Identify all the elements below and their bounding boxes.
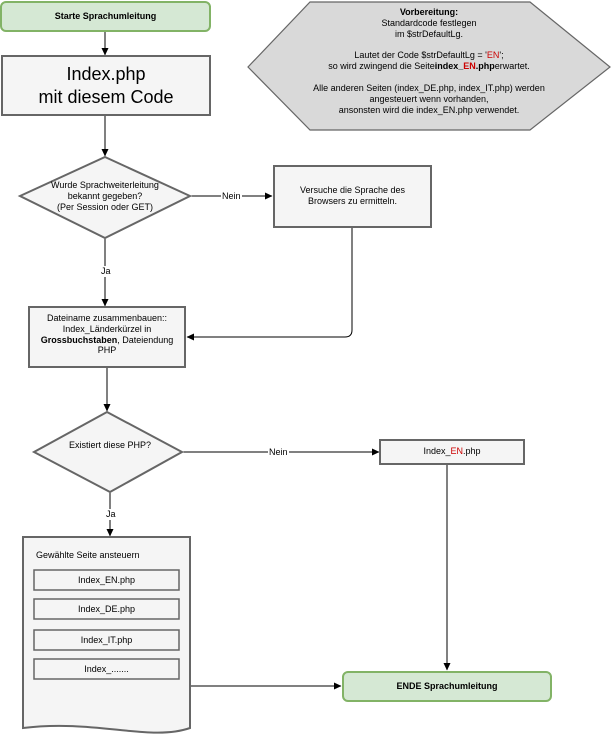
decision2-label: Existiert diese PHP? [68,440,152,450]
doc-item-box-other [33,658,180,680]
browser-language-box [273,165,432,228]
edge-label-nein-1: Nein [221,191,242,202]
start-label: Starte Sprachumleitung [54,11,157,21]
doc-item-box-de [33,598,180,620]
doc-item-other: Index_....... [84,664,129,674]
decision-php-exists [31,410,185,494]
prep-line-2: im $strDefaultLg. [394,28,464,39]
index-en-label: Index_EN.php [423,446,481,456]
decision-sprachweiterleitung [17,155,193,240]
index-en-box [379,439,525,465]
doc-item-en: Index_EN.php [77,575,136,585]
prep-line-6: angesteuert wenn vorhanden, [369,93,489,104]
prep-line-4: so wird zwingend die Seiteindex_EN.phper… [328,61,530,72]
prep-line-1: Standardcode festlegen [381,17,477,28]
doc-item-it: Index_IT.php [80,635,133,645]
filename-box-label: Dateiname zusammenbauen:: Index_Länderkü… [40,313,174,356]
doc-title: Gewählte Seite ansteuern [36,550,140,560]
decision1-label: Wurde Sprachweiterleitung bekannt gegebe… [51,180,159,212]
doc-item-box-en [33,569,180,591]
index-php-label: Index.php mit diesem Code [38,64,174,107]
doc-item-de: Index_DE.php [77,604,136,614]
prep-line-5: Alle anderen Seiten (index_DE.php, index… [313,82,545,93]
edge-label-nein-2: Nein [268,447,289,458]
prep-line-3: Lautet der Code $strDefaultLg = 'EN'; [354,50,504,61]
edge-label-ja-2: Ja [105,509,117,520]
end-terminal [342,671,552,702]
start-terminal [0,1,211,32]
doc-item-box-it [33,629,180,651]
filename-box [28,306,186,368]
end-label: ENDE Sprachumleitung [396,681,498,691]
prep-line-7: ansonsten wird die index_EN.php verwende… [338,104,520,115]
edge-label-ja-1: Ja [100,266,112,277]
index-php-box [1,55,211,116]
prep-title: Vorbereitung: [399,7,459,17]
prep-text: Vorbereitung: Standardcode festlegen im … [262,7,596,115]
browser-box-label: Versuche die Sprache des Browsers zu erm… [299,185,406,206]
prep-hexagon [247,1,611,131]
edge-browser-to-filename [186,227,353,341]
